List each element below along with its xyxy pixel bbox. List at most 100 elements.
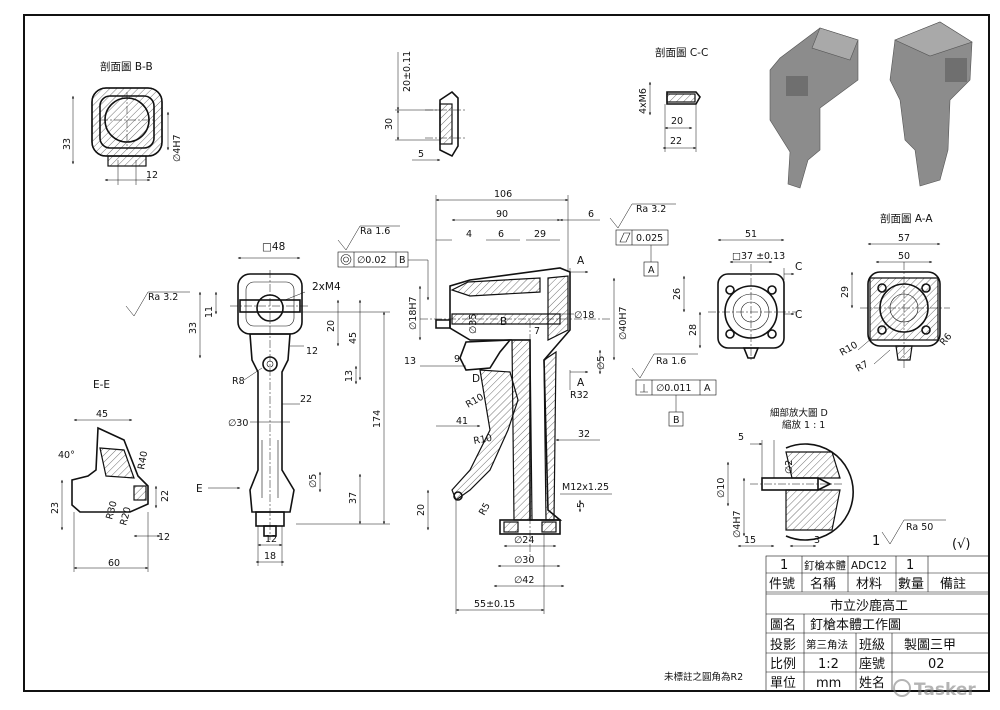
svg-text:90: 90 bbox=[496, 209, 508, 220]
svg-text:1: 1 bbox=[906, 558, 914, 573]
svg-text:∅18: ∅18 bbox=[574, 310, 594, 321]
svg-text:備註: 備註 bbox=[940, 576, 966, 592]
svg-text:45: 45 bbox=[348, 332, 359, 344]
svg-text:單位: 單位 bbox=[770, 676, 796, 691]
isometric-render-left bbox=[769, 27, 859, 189]
svg-text:23: 23 bbox=[50, 502, 61, 514]
svg-text:Ra 3.2: Ra 3.2 bbox=[636, 204, 666, 215]
svg-text:1:2: 1:2 bbox=[818, 657, 839, 672]
svg-text:4xM6: 4xM6 bbox=[638, 88, 649, 114]
svg-text:6: 6 bbox=[588, 209, 594, 220]
section-cc-title: 剖面圖 C-C bbox=[655, 46, 708, 59]
svg-text:∅2: ∅2 bbox=[784, 460, 795, 474]
svg-text:ADC12: ADC12 bbox=[851, 560, 887, 572]
svg-text:□48: □48 bbox=[262, 241, 285, 253]
svg-text:D: D bbox=[472, 373, 480, 385]
svg-text:0.025: 0.025 bbox=[636, 233, 663, 244]
gdt-flatness: Ra 3.2 0.025 A bbox=[609, 203, 676, 277]
general-surface-finish: 1 Ra 50 (√) bbox=[872, 519, 970, 552]
svg-text:∅42: ∅42 bbox=[514, 575, 534, 586]
svg-text:∅0.011: ∅0.011 bbox=[656, 383, 691, 394]
svg-text:50: 50 bbox=[898, 251, 910, 262]
svg-text:A: A bbox=[648, 265, 655, 276]
svg-text:∅24: ∅24 bbox=[514, 535, 534, 546]
svg-text:∅4H7: ∅4H7 bbox=[732, 510, 743, 538]
svg-text:5: 5 bbox=[576, 502, 587, 508]
svg-text:∅30: ∅30 bbox=[228, 418, 248, 429]
svg-text:1: 1 bbox=[872, 534, 880, 549]
svg-text:4: 4 bbox=[466, 229, 472, 240]
watermark-logo-icon bbox=[893, 679, 911, 697]
svg-text:20: 20 bbox=[326, 320, 337, 332]
svg-text:比例: 比例 bbox=[770, 657, 796, 672]
svg-text:5: 5 bbox=[738, 432, 744, 443]
title-block: 1 釘槍本體 ADC12 1 件號 名稱 材料 數量 備註 市立沙鹿高工 圖名 … bbox=[765, 555, 990, 692]
svg-text:R40: R40 bbox=[136, 450, 150, 470]
svg-text:∅40H7: ∅40H7 bbox=[618, 306, 629, 340]
svg-text:22: 22 bbox=[300, 394, 312, 405]
svg-text:數量: 數量 bbox=[898, 577, 924, 592]
svg-text:(√): (√) bbox=[952, 537, 970, 552]
section-ee-view: E-E 45 40° R40 22 R30 R20 23 12 60 bbox=[50, 379, 171, 572]
svg-text:圖名: 圖名 bbox=[770, 617, 796, 633]
svg-text:名稱: 名稱 bbox=[810, 576, 836, 592]
svg-text:座號: 座號 bbox=[859, 657, 885, 672]
svg-text:7: 7 bbox=[534, 326, 540, 337]
svg-text:12: 12 bbox=[265, 534, 277, 545]
svg-text:51: 51 bbox=[745, 229, 757, 240]
svg-text:20: 20 bbox=[416, 504, 427, 516]
svg-text:2xM4: 2xM4 bbox=[312, 281, 341, 293]
svg-text:∅35: ∅35 bbox=[468, 314, 479, 334]
svg-text:30: 30 bbox=[384, 118, 395, 130]
svg-text:37: 37 bbox=[348, 492, 359, 504]
svg-text:33: 33 bbox=[62, 138, 73, 150]
svg-text:12: 12 bbox=[306, 346, 318, 357]
svg-text:11: 11 bbox=[204, 306, 215, 318]
svg-text:R5: R5 bbox=[477, 501, 493, 517]
svg-text:45: 45 bbox=[96, 409, 108, 420]
svg-text:Tasker: Tasker bbox=[914, 680, 976, 700]
svg-text:E-E: E-E bbox=[93, 379, 110, 391]
svg-text:13: 13 bbox=[344, 370, 355, 382]
svg-text:15: 15 bbox=[744, 535, 756, 546]
gdt-perpendicularity: Ra 1.6 ∅0.011 A B bbox=[631, 353, 717, 427]
svg-text:∅5: ∅5 bbox=[308, 474, 319, 488]
svg-text:Ra 1.6: Ra 1.6 bbox=[360, 226, 390, 237]
svg-text:□37 ±0.13: □37 ±0.13 bbox=[732, 251, 785, 262]
svg-text:174: 174 bbox=[372, 410, 383, 428]
svg-text:A: A bbox=[577, 377, 585, 389]
svg-text:106: 106 bbox=[494, 189, 512, 200]
svg-text:B: B bbox=[399, 255, 406, 266]
svg-text:12: 12 bbox=[146, 170, 158, 181]
svg-text:1: 1 bbox=[780, 558, 788, 573]
gdt-concentricity: Ra 1.6 ∅0.02 B bbox=[337, 225, 430, 301]
svg-text:釘槍本體工作圖: 釘槍本體工作圖 bbox=[810, 617, 901, 633]
svg-text:∅4H7: ∅4H7 bbox=[172, 134, 183, 162]
svg-text:40°: 40° bbox=[58, 450, 75, 461]
svg-text:釘槍本體: 釘槍本體 bbox=[804, 559, 846, 572]
svg-text:R8: R8 bbox=[232, 376, 245, 387]
svg-text:C: C bbox=[795, 309, 802, 321]
svg-text:R10: R10 bbox=[473, 433, 493, 447]
svg-text:R30: R30 bbox=[104, 500, 119, 521]
svg-text:60: 60 bbox=[108, 558, 120, 569]
svg-text:32: 32 bbox=[578, 429, 590, 440]
svg-text:R10: R10 bbox=[464, 392, 486, 411]
svg-text:B: B bbox=[500, 316, 507, 328]
svg-text:18: 18 bbox=[264, 551, 276, 562]
surface-finish-ra32-left: Ra 3.2 bbox=[125, 291, 190, 317]
svg-text:20: 20 bbox=[671, 116, 683, 127]
svg-text:6: 6 bbox=[498, 229, 504, 240]
svg-text:55±0.15: 55±0.15 bbox=[474, 599, 515, 610]
svg-text:41: 41 bbox=[456, 416, 468, 427]
sheet-border bbox=[23, 14, 990, 692]
svg-text:∅5: ∅5 bbox=[596, 356, 607, 370]
svg-text:20±0.11: 20±0.11 bbox=[402, 51, 413, 92]
front-view: □48 2xM4 11 33 20 45 12 R8 13 22 174 bbox=[188, 241, 390, 566]
end-view: 51 □37 ±0.13 26 28 C C bbox=[672, 229, 802, 362]
top-detail-view: 20±0.11 30 5 bbox=[384, 51, 465, 162]
svg-text:班級: 班級 bbox=[859, 638, 885, 653]
side-section-view: A A B D 106 90 6 4 6 29 ∅18H7 ∅35 ∅18 ∅4… bbox=[404, 189, 629, 614]
svg-text:22: 22 bbox=[670, 136, 682, 147]
